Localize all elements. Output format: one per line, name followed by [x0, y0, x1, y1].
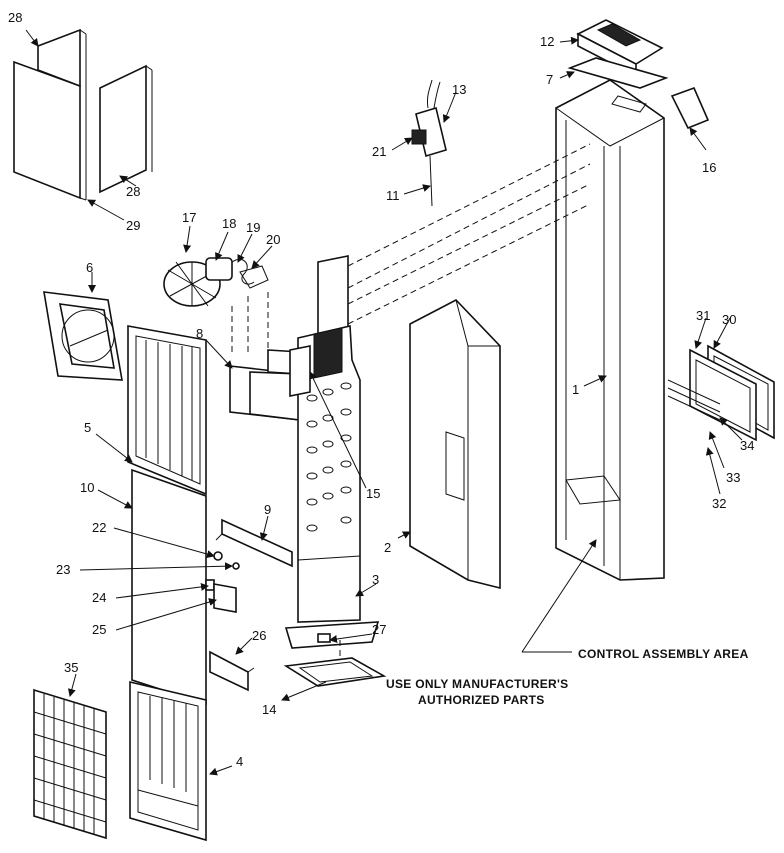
label-4: 4 [236, 754, 243, 769]
part-labels: 28 28 29 17 18 19 20 6 8 5 10 9 22 23 24… [8, 10, 754, 769]
grille-31 [689, 348, 757, 442]
bracket-9 [215, 518, 293, 568]
control-valve-13 [415, 79, 447, 158]
assembly-guide-lines [231, 143, 591, 660]
label-18: 18 [222, 216, 236, 231]
label-14: 14 [262, 702, 276, 717]
label-20: 20 [266, 232, 280, 247]
label-27: 27 [372, 622, 386, 637]
plate-25 [213, 583, 237, 613]
label-9: 9 [264, 502, 271, 517]
label-29: 29 [126, 218, 140, 233]
bracket-16 [670, 86, 710, 130]
duct-collar-8 [229, 349, 301, 421]
label-11: 11 [386, 188, 400, 203]
label-25: 25 [92, 622, 106, 637]
label-30: 30 [722, 312, 736, 327]
front-panel-10 [131, 468, 207, 706]
fitting-27 [317, 633, 331, 643]
label-23: 23 [56, 562, 70, 577]
label-7: 7 [546, 72, 553, 87]
hardware-24 [205, 579, 215, 591]
label-31: 31 [696, 308, 710, 323]
hardware-23 [232, 562, 240, 570]
label-10: 10 [80, 480, 94, 495]
label-1: 1 [572, 382, 579, 397]
label-15: 15 [366, 486, 380, 501]
label-26: 26 [252, 628, 266, 643]
label-6: 6 [86, 260, 93, 275]
control-assembly-area-note: CONTROL ASSEMBLY AREA [578, 647, 749, 661]
label-22: 22 [92, 520, 106, 535]
part-33 [667, 387, 721, 413]
label-19: 19 [246, 220, 260, 235]
label-5: 5 [84, 420, 91, 435]
motor-18 [205, 257, 233, 281]
label-8: 8 [196, 326, 203, 341]
gasket-15 [289, 345, 311, 397]
part-34 [667, 395, 721, 421]
label-32: 32 [712, 496, 726, 511]
side-panel-28-right [99, 64, 153, 194]
label-28-top: 28 [8, 10, 22, 25]
top-plate-7 [567, 57, 669, 89]
outer-cabinet-1 [555, 79, 665, 581]
label-17: 17 [182, 210, 196, 225]
switch-21 [411, 129, 427, 145]
heat-exchanger-3 [284, 255, 380, 649]
hardware-22 [213, 551, 223, 561]
label-16: 16 [702, 160, 716, 175]
label-28-right: 28 [126, 184, 140, 199]
label-13: 13 [452, 82, 466, 97]
label-33: 33 [726, 470, 740, 485]
fan-housing-6 [43, 291, 123, 381]
label-24: 24 [92, 590, 106, 605]
leader-lines [25, 29, 743, 776]
part-32 [667, 379, 721, 405]
base-plate-14 [283, 657, 387, 687]
label-2: 2 [384, 540, 391, 555]
label-35: 35 [64, 660, 78, 675]
wire-11 [429, 155, 433, 207]
upper-grille-panel-5 [127, 325, 207, 496]
bracket-20 [239, 265, 269, 289]
lower-grille-panel-4 [129, 680, 207, 842]
label-34: 34 [740, 438, 754, 453]
filter-grille-35 [33, 688, 107, 840]
motor-mount-19 [231, 258, 255, 285]
label-3: 3 [372, 572, 379, 587]
inner-cabinet-2 [409, 299, 501, 590]
authorized-parts-note-line2: AUTHORIZED PARTS [418, 693, 545, 707]
side-panel-28-left [13, 28, 87, 201]
bracket-26 [209, 650, 255, 692]
label-21: 21 [372, 144, 386, 159]
label-12: 12 [540, 34, 554, 49]
authorized-parts-note-line1: USE ONLY MANUFACTURER'S [386, 677, 568, 691]
